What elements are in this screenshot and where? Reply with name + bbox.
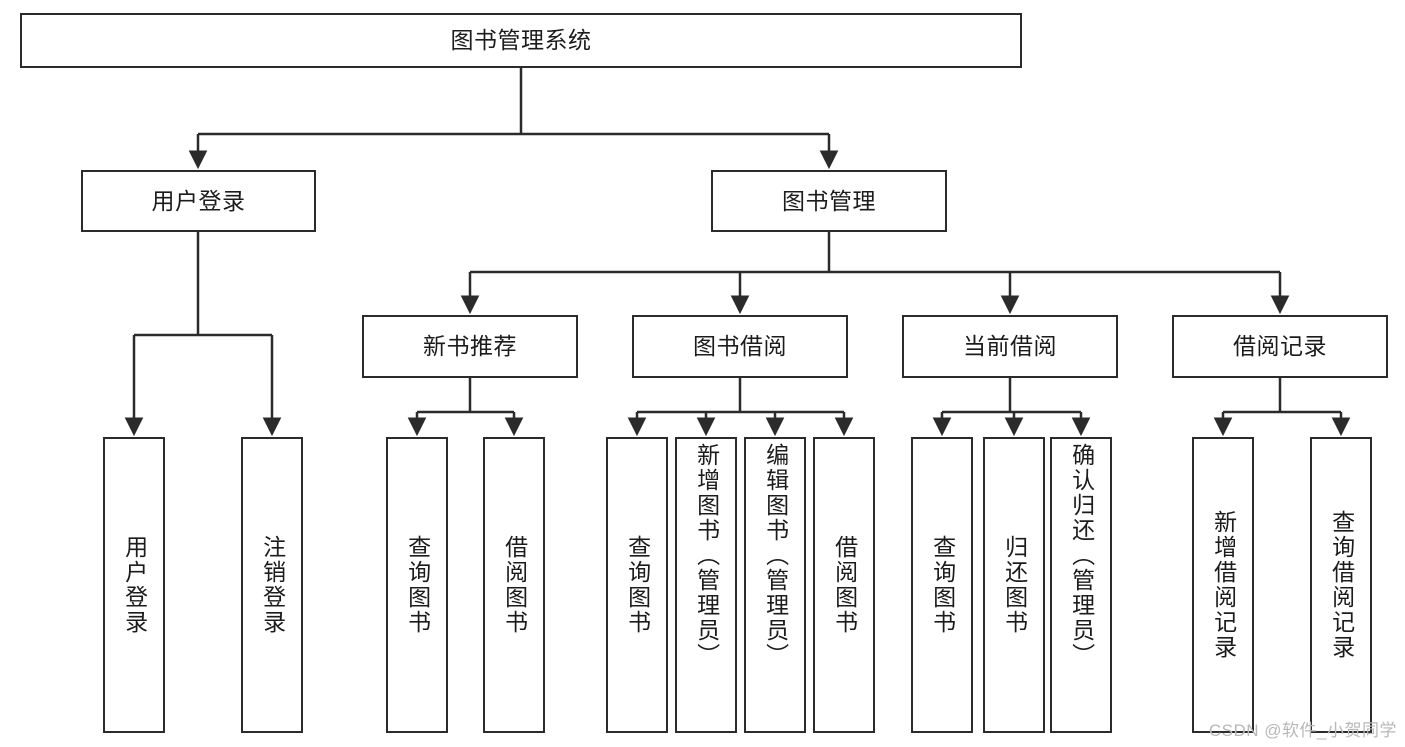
node-book-borrow-label: 图书借阅: [693, 333, 787, 359]
node-book-manage[interactable]: 图书管理: [711, 170, 947, 232]
node-leaf-borrow-book-2[interactable]: 借阅图书: [813, 437, 875, 733]
csdn-watermark: CSDN @软件_小贺同学: [1208, 721, 1397, 740]
node-leaf-add-record[interactable]: 新增借阅记录: [1192, 437, 1254, 733]
node-book-manage-label: 图书管理: [782, 187, 876, 214]
node-leaf-logout-label: 注销登录: [259, 535, 286, 635]
node-leaf-edit-book-label: 编辑图书（管理员）: [762, 443, 789, 668]
node-leaf-confirm-return-label: 确认归还（管理员）: [1068, 443, 1095, 668]
node-leaf-query-book-2-label: 查询图书: [624, 535, 651, 635]
node-leaf-query-record[interactable]: 查询借阅记录: [1310, 437, 1372, 733]
node-user-login-label: 用户登录: [151, 187, 246, 214]
node-leaf-query-book-3-label: 查询图书: [929, 535, 956, 635]
node-new-book-rec[interactable]: 新书推荐: [362, 315, 578, 378]
node-leaf-query-book-3[interactable]: 查询图书: [911, 437, 973, 733]
node-leaf-borrow-book-2-label: 借阅图书: [831, 535, 858, 635]
node-root[interactable]: 图书管理系统: [20, 13, 1022, 68]
node-borrow-record[interactable]: 借阅记录: [1172, 315, 1388, 378]
node-leaf-borrow-book-1-label: 借阅图书: [501, 535, 528, 635]
node-leaf-add-book[interactable]: 新增图书（管理员）: [675, 437, 737, 733]
node-current-borrow-label: 当前借阅: [963, 333, 1057, 359]
node-new-book-rec-label: 新书推荐: [423, 333, 517, 359]
node-leaf-add-record-label: 新增借阅记录: [1210, 510, 1237, 660]
node-leaf-borrow-book-1[interactable]: 借阅图书: [483, 437, 545, 733]
node-leaf-confirm-return[interactable]: 确认归还（管理员）: [1050, 437, 1112, 733]
node-current-borrow[interactable]: 当前借阅: [902, 315, 1118, 378]
node-leaf-edit-book[interactable]: 编辑图书（管理员）: [744, 437, 806, 733]
node-borrow-record-label: 借阅记录: [1233, 333, 1327, 359]
node-leaf-query-book-1-label: 查询图书: [404, 535, 431, 635]
node-user-login[interactable]: 用户登录: [81, 170, 316, 232]
node-leaf-logout[interactable]: 注销登录: [241, 437, 303, 733]
node-leaf-user-login[interactable]: 用户登录: [103, 437, 165, 733]
node-leaf-return-book-label: 归还图书: [1001, 535, 1028, 635]
node-leaf-query-book-1[interactable]: 查询图书: [386, 437, 448, 733]
node-book-borrow[interactable]: 图书借阅: [632, 315, 848, 378]
node-leaf-user-login-label: 用户登录: [121, 535, 148, 635]
node-leaf-return-book[interactable]: 归还图书: [983, 437, 1045, 733]
node-root-label: 图书管理系统: [450, 27, 592, 53]
node-leaf-query-record-label: 查询借阅记录: [1328, 510, 1355, 660]
node-leaf-add-book-label: 新增图书（管理员）: [693, 443, 720, 668]
node-leaf-query-book-2[interactable]: 查询图书: [606, 437, 668, 733]
